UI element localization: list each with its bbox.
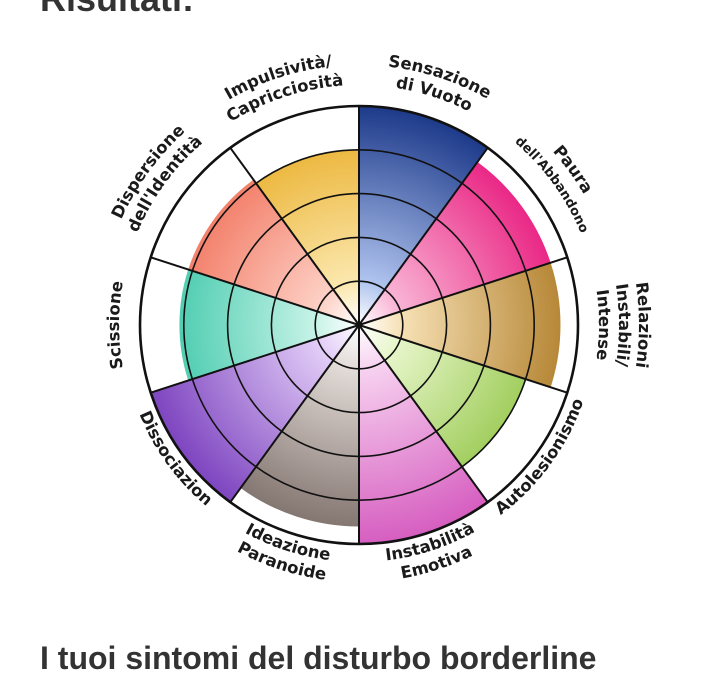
slice-relazioni-instabili-intense [359, 262, 561, 388]
category-label-relazioni-instabili-intense: Instabili/ [612, 282, 634, 369]
grid-spoke [229, 324, 360, 503]
slice-autolesionismo [359, 325, 526, 467]
chart-grid [138, 104, 580, 546]
chart-slices [150, 106, 561, 544]
slice-dissociazion [150, 325, 359, 503]
category-label-scissione: Scissione [104, 279, 127, 370]
section-title: I tuoi sintomi del disturbo borderline [40, 640, 597, 676]
slice-instabilita-emotiva [359, 325, 488, 544]
slice-sensazione-di-vuoto [359, 106, 488, 325]
slice-scissione [179, 269, 359, 381]
grid-spoke [358, 324, 568, 394]
slice-dispersione-dell-identita [188, 179, 359, 325]
grid-spoke [150, 324, 360, 394]
page-title: Risultati: [40, 0, 194, 20]
grid-spoke [358, 256, 568, 326]
slice-impulsivita-capricciosita [256, 149, 359, 325]
slice-paura-dell-abbandono [359, 162, 551, 325]
category-label-relazioni-instabili-intense: Intense [593, 288, 615, 361]
category-label-relazioni-instabili-intense: Relazioni [632, 281, 654, 370]
grid-spoke [358, 324, 489, 503]
grid-spoke [150, 256, 360, 326]
grid-spoke [229, 147, 360, 326]
grid-spoke [358, 147, 489, 326]
